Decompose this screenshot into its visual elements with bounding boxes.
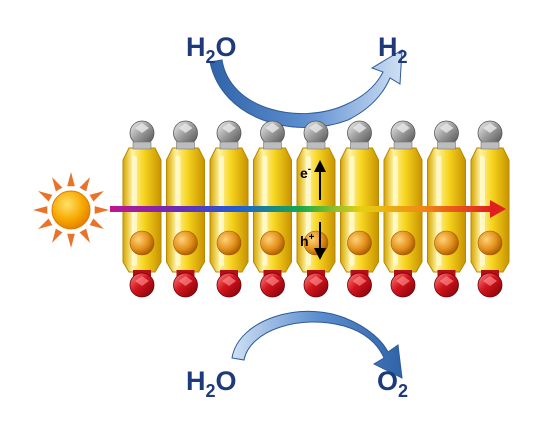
cap-bottom-facet (135, 276, 149, 286)
cap-top-neck (176, 141, 195, 150)
cap-top-neck (437, 141, 456, 150)
charge-separation-arrows (314, 160, 326, 260)
inner-sphere (347, 230, 372, 256)
top-reaction-arrow (209, 49, 403, 128)
sun-ray (33, 206, 48, 214)
sun-ray (38, 191, 53, 202)
cap-bottom-facet (309, 276, 323, 286)
inner-sphere (434, 230, 459, 256)
cap-top-neck (306, 141, 326, 150)
cap-top-facet (396, 123, 410, 133)
cap-bottom-facet (222, 276, 236, 286)
sun-ray (79, 177, 90, 192)
label-top-right: H2 (378, 32, 408, 67)
light-spectrum-arrow (110, 200, 506, 218)
bottom-reaction-arrow (231, 310, 403, 379)
cap-bottom-facet (396, 276, 410, 286)
cap-top-facet (439, 123, 454, 133)
sun-ray (38, 218, 53, 229)
sun-ray (52, 177, 63, 192)
sun-ray (94, 206, 109, 214)
cap-top-facet (178, 123, 193, 133)
sun-ray (89, 218, 104, 229)
cap-top-neck (480, 141, 500, 150)
cap-top-facet (352, 123, 367, 133)
cap-bottom-facet (352, 276, 367, 286)
sun-ray (52, 228, 63, 243)
cap-top-neck (350, 141, 369, 150)
cap-top-neck (219, 141, 239, 150)
cap-top-neck (132, 141, 152, 150)
inner-sphere (260, 230, 285, 256)
cap-bottom-facet (265, 276, 280, 286)
cap-top-facet (135, 123, 149, 133)
cap-bottom-facet (439, 276, 454, 286)
cap-top-facet (222, 123, 236, 133)
inner-sphere (173, 230, 198, 256)
cap-top-facet (483, 123, 497, 133)
cap-top-facet (265, 123, 280, 133)
cap-top-neck (393, 141, 413, 150)
inner-sphere (477, 230, 503, 256)
cap-bottom-facet (483, 276, 497, 286)
label-bottom-left: H2O (186, 366, 237, 401)
sun-ray (67, 233, 75, 248)
inner-sphere (129, 230, 155, 256)
inner-sphere (216, 230, 242, 256)
sun-ray (67, 172, 75, 187)
sun-ray (79, 228, 90, 243)
cap-bottom-facet (178, 276, 193, 286)
cap-top-neck (263, 141, 282, 150)
label-electron: e- (300, 164, 311, 181)
sun-ray (89, 191, 104, 202)
label-hole: h+ (300, 232, 315, 249)
label-bottom-right: O2 (377, 366, 408, 401)
sun-icon (33, 172, 109, 248)
cap-top-facet (309, 123, 323, 133)
inner-sphere (390, 230, 416, 256)
label-top-left: H2O (186, 32, 237, 67)
